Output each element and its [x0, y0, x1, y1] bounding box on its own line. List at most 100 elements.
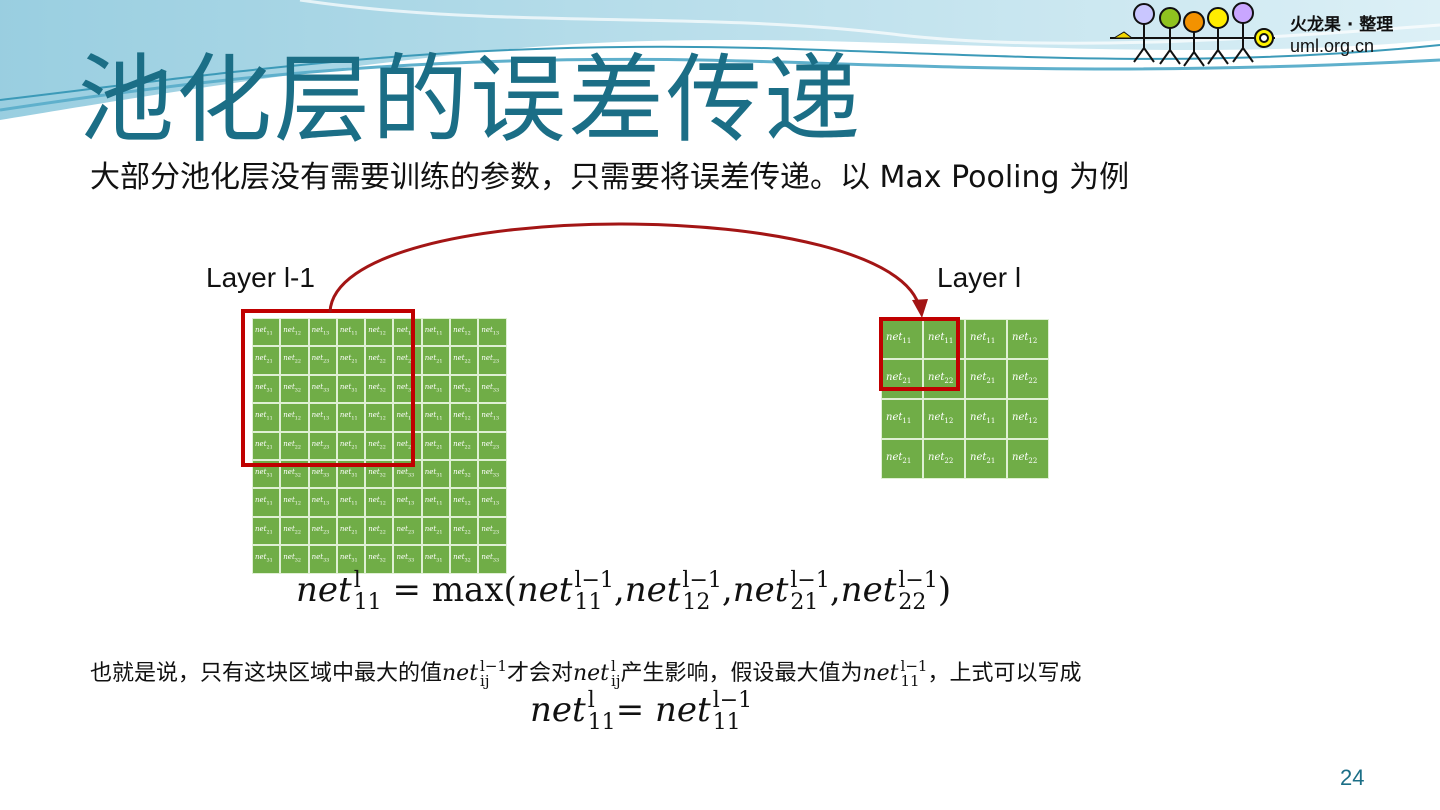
cell-index: 22	[1028, 377, 1037, 385]
cell-prefix: net	[928, 372, 944, 383]
cell-index: 22	[380, 444, 386, 450]
cell-index: 21	[266, 444, 272, 450]
net-symbol: net	[530, 690, 586, 730]
grid-cell: net32	[280, 375, 308, 403]
cell-index: 31	[351, 387, 357, 393]
cell-prefix: net	[368, 411, 379, 419]
term-sub: 22	[898, 592, 937, 614]
cell-index: 22	[465, 529, 471, 535]
net-symbol: net	[655, 690, 711, 730]
net-symbol: net	[625, 570, 681, 610]
net-symbol: net	[296, 570, 352, 610]
cell-index: 23	[323, 444, 329, 450]
cell-index: 21	[986, 377, 995, 385]
cell-prefix: net	[481, 525, 492, 533]
grid-cell: net31	[422, 375, 450, 403]
term-sub: 11	[901, 674, 928, 689]
grid-cell: net23	[393, 432, 421, 460]
cell-index: 11	[266, 501, 272, 507]
cell-index: 11	[436, 416, 442, 422]
grid-cell: net12	[280, 403, 308, 431]
cell-prefix: net	[970, 372, 986, 383]
grid-cell: net23	[393, 346, 421, 374]
cell-index: 11	[266, 416, 272, 422]
grid-cell: net31	[252, 460, 280, 488]
cell-prefix: net	[396, 553, 407, 561]
grid-cell: net23	[478, 432, 506, 460]
grid-cell: net22	[365, 432, 393, 460]
cell-index: 22	[465, 444, 471, 450]
propagation-arrow	[330, 224, 920, 312]
cell-index: 32	[465, 387, 471, 393]
cell-index: 21	[902, 457, 911, 465]
cell-index: 33	[408, 558, 414, 564]
cell-prefix: net	[255, 411, 266, 419]
cell-index: 11	[902, 417, 911, 425]
cell-prefix: net	[481, 468, 492, 476]
cell-prefix: net	[312, 525, 323, 533]
cell-index: 33	[323, 558, 329, 564]
grid-cell: net23	[309, 517, 337, 545]
grid-cell: net11	[881, 399, 923, 439]
cell-prefix: net	[255, 383, 266, 391]
cell-prefix: net	[312, 553, 323, 561]
grid-cell: net13	[393, 318, 421, 346]
cell-index: 11	[266, 330, 272, 336]
grid-cell: net12	[365, 318, 393, 346]
cell-index: 12	[1028, 337, 1037, 345]
grid-cell: net12	[1007, 399, 1049, 439]
term-sub: 12	[682, 592, 721, 614]
cell-index: 23	[493, 444, 499, 450]
grid-cell: net21	[252, 346, 280, 374]
grid-cell: net12	[365, 403, 393, 431]
term-sup: l−1	[682, 570, 721, 592]
cell-prefix: net	[312, 326, 323, 334]
cell-prefix: net	[886, 452, 902, 463]
cell-prefix: net	[368, 440, 379, 448]
cell-prefix: net	[283, 440, 294, 448]
cell-index: 21	[266, 359, 272, 365]
cell-prefix: net	[312, 496, 323, 504]
net-symbol: net	[517, 570, 573, 610]
cell-index: 32	[380, 387, 386, 393]
cell-index: 23	[323, 359, 329, 365]
cell-prefix: net	[340, 411, 351, 419]
input-grid: net11net12net13net11net12net13net11net12…	[252, 318, 507, 574]
grid-cell: net12	[365, 488, 393, 516]
grid-cell: net11	[965, 319, 1007, 359]
cell-index: 31	[266, 387, 272, 393]
cell-index: 11	[436, 330, 442, 336]
cell-prefix: net	[425, 553, 436, 561]
grid-cell: net23	[478, 346, 506, 374]
cell-index: 21	[902, 377, 911, 385]
term-sub: 21	[790, 592, 829, 614]
cell-prefix: net	[481, 553, 492, 561]
cell-prefix: net	[283, 411, 294, 419]
page-number: 24	[1340, 765, 1364, 791]
grid-cell: net13	[478, 318, 506, 346]
cell-prefix: net	[425, 496, 436, 504]
cell-prefix: net	[312, 468, 323, 476]
net-symbol: net	[733, 570, 789, 610]
cell-index: 13	[408, 330, 414, 336]
cell-index: 12	[295, 330, 301, 336]
cell-prefix: net	[340, 496, 351, 504]
cell-index: 13	[493, 416, 499, 422]
grid-cell: net11	[252, 403, 280, 431]
cell-prefix: net	[453, 496, 464, 504]
term-sup: l−1	[574, 570, 613, 592]
cell-prefix: net	[396, 496, 407, 504]
grid-cell: net32	[450, 460, 478, 488]
cell-prefix: net	[283, 326, 294, 334]
cell-prefix: net	[425, 354, 436, 362]
rhs-sup: l−1	[713, 690, 752, 712]
grid-cell: net12	[280, 318, 308, 346]
cell-index: 12	[465, 501, 471, 507]
cell-prefix: net	[453, 383, 464, 391]
cell-prefix: net	[283, 525, 294, 533]
grid-cell: net22	[450, 432, 478, 460]
cell-prefix: net	[481, 496, 492, 504]
cell-prefix: net	[340, 383, 351, 391]
